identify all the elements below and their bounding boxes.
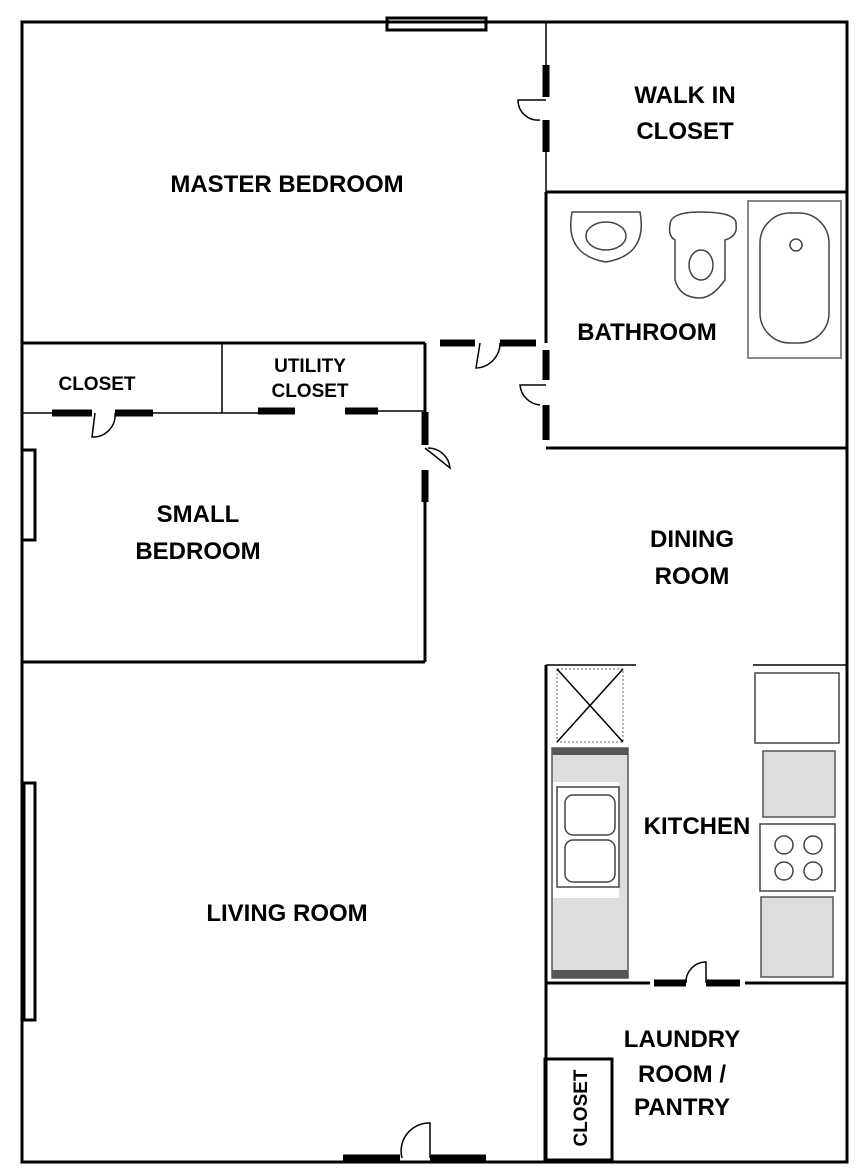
label-utility-closet-2: CLOSET — [271, 381, 348, 402]
room-labels: MASTER BEDROOM WALK IN CLOSET BATHROOM C… — [58, 82, 750, 1147]
label-dining-room-2: ROOM — [655, 563, 730, 590]
windows — [20, 16, 488, 1022]
label-laundry-2: ROOM / — [638, 1061, 726, 1088]
label-kitchen: KITCHEN — [644, 813, 751, 840]
label-dining-room-1: DINING — [650, 526, 734, 553]
label-walk-in-closet-2: CLOSET — [636, 118, 734, 145]
label-laundry-closet: CLOSET — [571, 1069, 592, 1146]
label-laundry-3: PANTRY — [634, 1094, 730, 1121]
label-bathroom: BATHROOM — [577, 319, 717, 346]
label-closet: CLOSET — [58, 374, 135, 395]
label-small-bedroom-2: BEDROOM — [135, 538, 260, 565]
kitchen-fixtures — [551, 668, 840, 979]
walls — [20, 20, 849, 1164]
label-utility-closet-1: UTILITY — [274, 356, 346, 377]
label-laundry-1: LAUNDRY — [624, 1026, 740, 1053]
bathroom-fixtures — [570, 200, 842, 359]
label-master-bedroom: MASTER BEDROOM — [170, 171, 403, 198]
label-small-bedroom-1: SMALL — [157, 501, 240, 528]
label-living-room: LIVING ROOM — [206, 900, 367, 927]
label-walk-in-closet-1: WALK IN — [634, 82, 735, 109]
door-swings — [91, 99, 707, 1159]
